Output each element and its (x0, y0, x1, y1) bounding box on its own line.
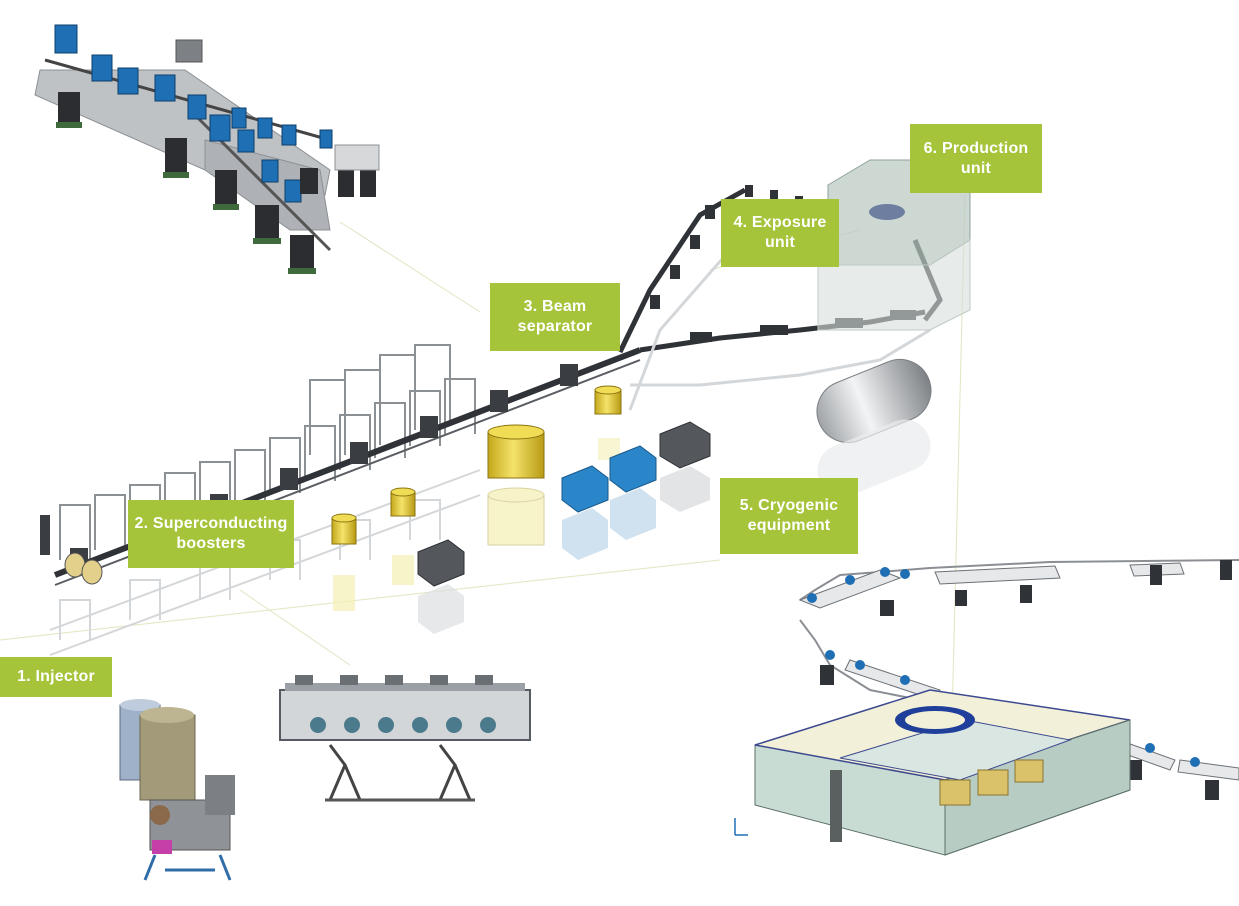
label-exposure-unit: 4. Exposure unit (721, 199, 839, 267)
injector-coils (64, 552, 103, 585)
label-production-unit: 6. Production unit (910, 124, 1042, 193)
label-cryogenic-equipment: 5. Cryogenic equipment (720, 478, 858, 554)
beam-transport-ghost (628, 249, 931, 411)
injector-machine (119, 699, 235, 881)
cryo-tank-icon (816, 359, 932, 497)
tank-icon (390, 487, 416, 585)
tank-icon (594, 385, 622, 460)
coldbox-icon (417, 421, 711, 634)
axis-icon (734, 818, 748, 836)
label-injector: 1. Injector (0, 657, 112, 697)
production-unit-model (754, 559, 1239, 856)
beamline-inset (34, 24, 380, 274)
label-superconducting-boosters: 2. Superconducting boosters (128, 500, 294, 568)
cryomodule-icon (279, 675, 531, 802)
tank-icon (331, 513, 357, 611)
label-beam-separator: 3. Beam separator (490, 283, 620, 351)
tank-icon (487, 424, 545, 546)
